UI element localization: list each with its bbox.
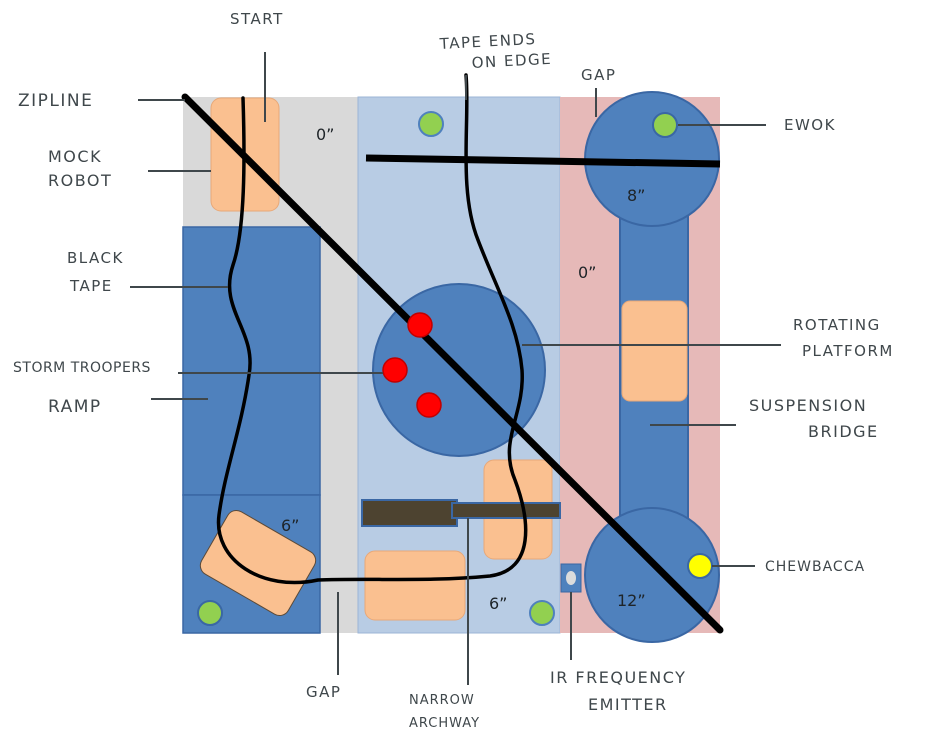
label-zipline: ZIPLINE [18,91,93,111]
bridge-block [621,300,688,402]
height-start-area: 0” [316,125,334,144]
label-ir-emitter-line1: IR FREQUENCY [550,668,686,687]
black-tape [216,73,528,585]
storm-trooper [407,312,433,338]
ewok-marker [652,112,678,138]
zipline [181,93,724,634]
label-black-tape-line1: BLACK [67,249,124,267]
label-black-tape-line2: TAPE [69,277,113,295]
label-ir-emitter-line2: EMITTER [588,695,668,714]
label-suspension-bridge-line1: SUSPENSION [749,396,867,415]
label-gap-bottom: GAP [306,683,341,701]
label-mock-robot-line2: ROBOT [48,171,112,190]
label-ewok: EWOK [784,116,836,134]
bottom-platform [584,507,720,643]
green-marker-middle-bottom [529,600,555,626]
storm-trooper [416,392,442,418]
label-tape-ends-line2: ON EDGE [471,50,552,72]
height-ramp-bottom: 6” [281,516,299,535]
label-ramp: RAMP [48,397,102,417]
black-tape-top [365,154,721,168]
label-tape-ends-line1: TAPE ENDS [438,30,537,53]
chewbacca-marker [687,553,713,579]
label-narrow-archway-line1: NARROW [409,693,475,708]
middle-block-bottom [364,550,466,621]
label-gap-top: GAP [581,66,616,84]
narrow-archway [361,499,458,527]
narrow-archway-bar [451,502,561,519]
label-storm-troopers: STORM TROOPERS [13,360,151,376]
label-start: START [230,10,284,28]
label-mock-robot-line1: MOCK [48,147,102,166]
ramp-block [199,509,317,617]
label-suspension-bridge-line2: BRIDGE [808,422,879,441]
label-narrow-archway-line2: ARCHWAY [409,716,480,731]
green-marker-top-middle [418,111,444,137]
label-rotating-platform-line2: PLATFORM [802,342,894,360]
label-rotating-platform-line1: ROTATING [793,316,881,334]
height-top-platform: 8” [627,186,645,205]
height-bottom-platform: 12” [617,591,646,610]
green-marker-ramp [197,600,223,626]
height-middle-bottom: 6” [489,594,507,613]
ir-emitter-lens [566,571,576,585]
gap-lane [320,97,358,633]
label-chewbacca: CHEWBACCA [765,559,865,575]
height-right-lane: 0” [578,263,596,282]
storm-trooper [382,357,408,383]
